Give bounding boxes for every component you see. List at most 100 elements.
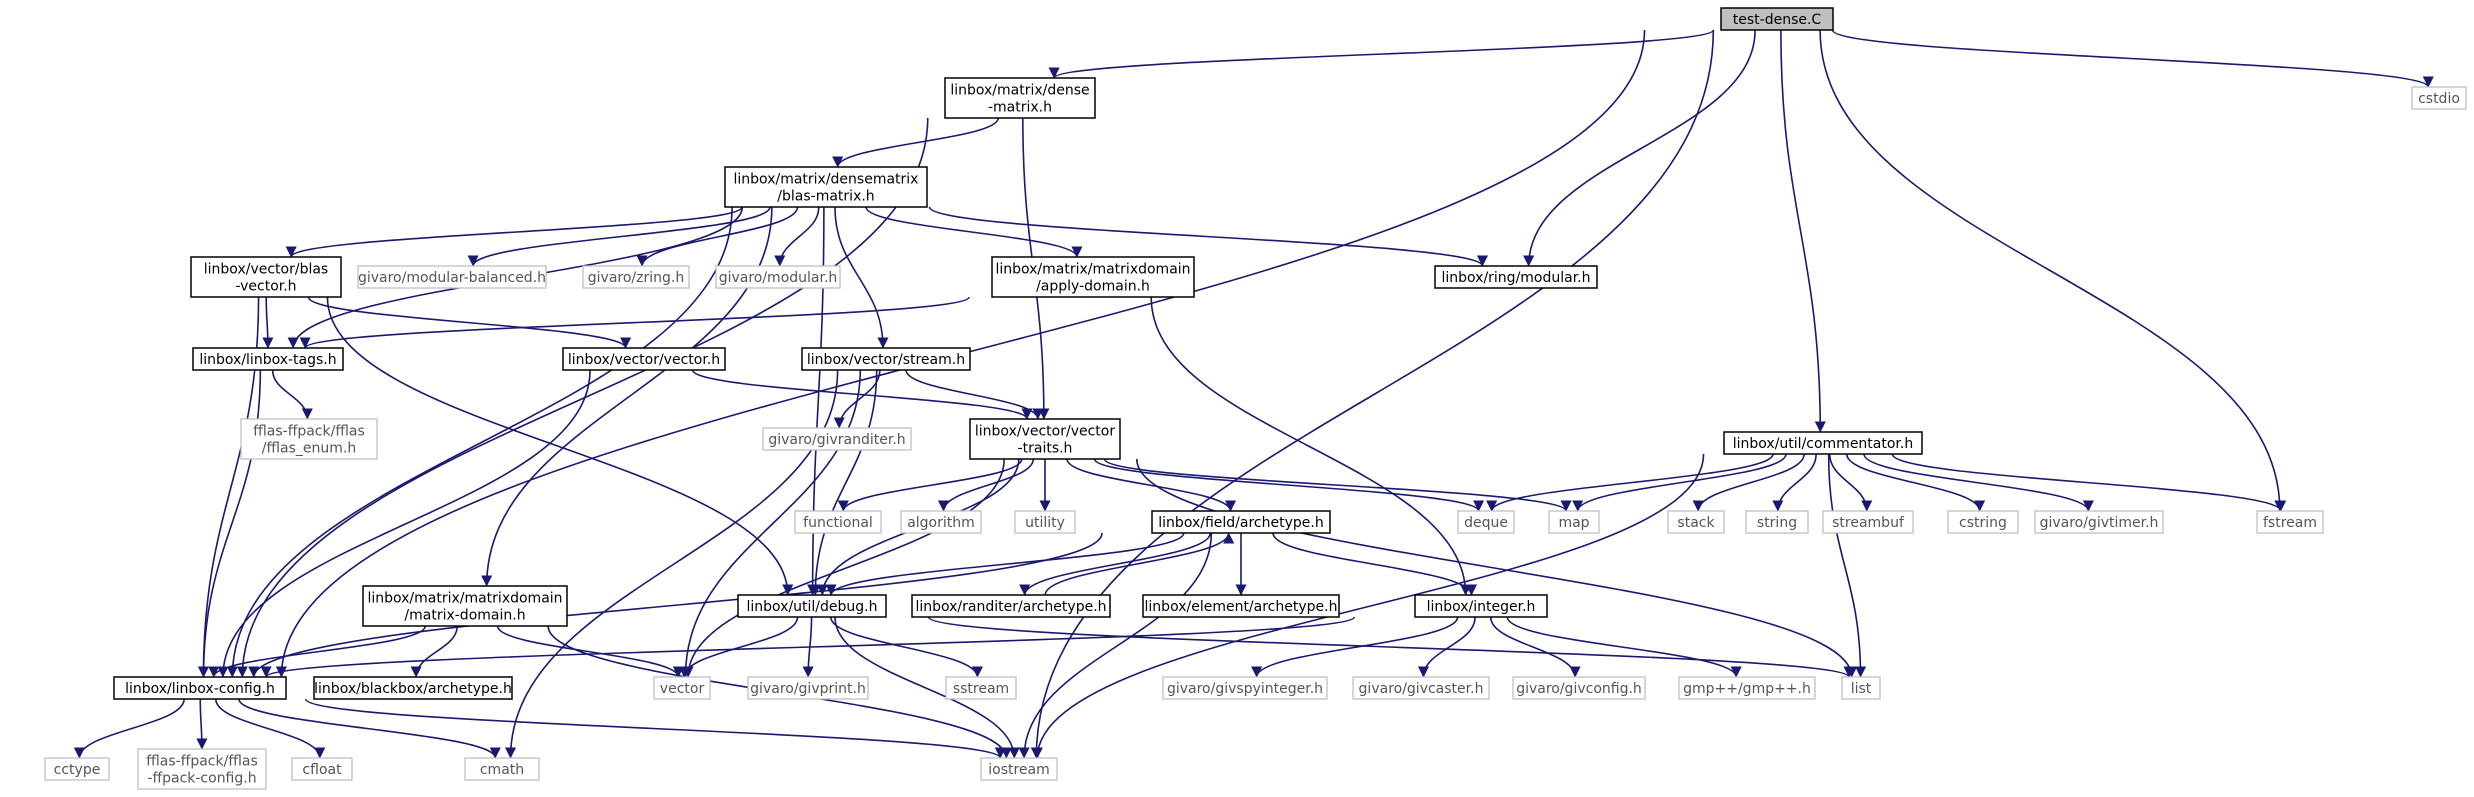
node-list: list	[1841, 676, 1881, 700]
node-field-archetype[interactable]: linbox/field/archetype.h	[1151, 510, 1331, 534]
edge-matrix_domain-to-blackbox_archetype	[410, 625, 458, 678]
edge-commentator-to-stack	[1692, 453, 1805, 512]
node-commentator[interactable]: linbox/util/commentator.h	[1723, 431, 1923, 455]
edge-blas_vector-to-vector_h	[307, 296, 632, 349]
node-map: map	[1548, 510, 1600, 534]
edge-blas_vector-to-debug_h	[326, 296, 794, 596]
edge-integer_h-to-gmpxx	[1506, 616, 1742, 678]
node-box	[762, 427, 912, 451]
edge-test_dense-to-fstream	[1819, 29, 2286, 512]
node-box	[737, 594, 887, 618]
edge-vector_traits-to-map	[1103, 458, 1572, 512]
node-vector-traits[interactable]: linbox/vector/vector-traits.h	[969, 418, 1121, 460]
node-label: test-dense.C	[1733, 12, 1822, 28]
edge-apply_domain-to-integer_h	[1150, 296, 1472, 596]
edge-commentator-to-streambuf	[1828, 453, 1873, 512]
node-box	[1162, 676, 1328, 700]
edge-commentator-to-map	[1572, 453, 1787, 512]
node-box	[1667, 510, 1725, 534]
node-blackbox-archetype[interactable]: linbox/blackbox/archetype.h	[313, 676, 513, 700]
node-label: cstring	[1959, 515, 2007, 531]
edge-test_dense-to-commentator	[1780, 29, 1826, 433]
edge-commentator-to-string	[1772, 453, 1817, 512]
node-blas-matrix[interactable]: linbox/matrix/densematrix/blas-matrix.h	[724, 166, 928, 208]
node-box	[980, 757, 1058, 781]
node-box	[969, 418, 1121, 460]
node-label: linbox/linbox-config.h	[125, 681, 275, 697]
edge-blas_matrix-to-ring_modular	[928, 206, 1488, 267]
edge-blas_matrix-to-apply_domain	[865, 206, 1083, 258]
node-modular-balanced: givaro/modular-balanced.h	[357, 265, 547, 289]
node-dense-matrix[interactable]: linbox/matrix/dense-matrix.h	[944, 77, 1096, 119]
node-randiter-archetype[interactable]: linbox/randiter/archetype.h	[911, 594, 1111, 618]
node-box	[1151, 510, 1331, 534]
edge-debug_h-to-vector_std	[678, 616, 799, 678]
node-label: -traits.h	[1018, 441, 1073, 457]
edge-commentator-to-iostream	[1031, 453, 1705, 759]
edge-vector_traits-to-vector_std	[682, 458, 1005, 678]
edge-vector_h-to-vector_traits	[691, 369, 1033, 420]
edge-linbox_config-to-fflas_config	[196, 698, 208, 750]
node-box	[1822, 510, 1914, 534]
node-linbox-tags[interactable]: linbox/linbox-tags.h	[192, 347, 344, 371]
node-label: givaro/givprint.h	[750, 681, 866, 697]
edge-randiter_archetype-to-field_archetype	[1044, 532, 1235, 596]
node-box	[900, 510, 982, 534]
edge-linbox_config-to-cfloat	[214, 698, 326, 759]
node-cstdio: cstdio	[2411, 86, 2467, 110]
node-cmath: cmath	[464, 757, 540, 781]
node-givaro-modular: givaro/modular.h	[715, 265, 841, 289]
node-box	[653, 676, 711, 700]
node-zring: givaro/zring.h	[582, 265, 690, 289]
node-integer-h[interactable]: linbox/integer.h	[1414, 594, 1548, 618]
node-string: string	[1745, 510, 1809, 534]
node-label: /apply-domain.h	[1036, 279, 1150, 295]
node-label: givaro/modular-balanced.h	[358, 270, 546, 286]
node-layer: test-dense.C linbox/matrix/dense-matrix.h…	[44, 7, 2467, 790]
node-vector-h[interactable]: linbox/vector/vector.h	[562, 347, 726, 371]
node-label: linbox/element/archetype.h	[1145, 599, 1338, 615]
edge-commentator-to-cstring	[1845, 453, 1986, 512]
node-label: fstream	[2263, 515, 2317, 531]
node-stream-h[interactable]: linbox/vector/stream.h	[801, 347, 971, 371]
node-label: utility	[1025, 515, 1065, 531]
edge-integer_h-to-givspyinteger	[1251, 616, 1459, 678]
node-givconfig: givaro/givconfig.h	[1512, 676, 1646, 700]
node-label: givaro/givspyinteger.h	[1167, 681, 1323, 697]
edge-commentator-to-fstream	[1891, 453, 2287, 512]
edge-blas_matrix-to-givaro_modular	[774, 206, 820, 267]
node-box	[1142, 594, 1340, 618]
node-cstring: cstring	[1947, 510, 2019, 534]
node-label: givaro/zring.h	[588, 270, 684, 286]
node-label: linbox/vector/vector	[975, 424, 1115, 440]
edge-field_archetype-to-debug_h	[825, 532, 1185, 596]
node-label: givaro/givcaster.h	[1359, 681, 1484, 697]
edge-integer_h-to-givcaster	[1417, 616, 1476, 678]
node-label: linbox/matrix/dense	[950, 83, 1089, 99]
node-linbox-config[interactable]: linbox/linbox-config.h	[113, 676, 287, 700]
node-iostream: iostream	[980, 757, 1058, 781]
node-label: cstdio	[2418, 91, 2460, 107]
edge-blas_matrix-to-modular_balanced	[467, 206, 771, 267]
edge-vector_h-to-linbox_config	[217, 369, 591, 678]
node-box	[240, 418, 378, 460]
node-box	[1720, 7, 1834, 31]
node-functional: functional	[794, 510, 882, 534]
node-matrix-domain[interactable]: linbox/matrix/matrixdomain/matrix-domain…	[362, 585, 568, 627]
node-box	[945, 676, 1017, 700]
node-box	[357, 265, 547, 289]
node-apply-domain[interactable]: linbox/matrix/matrixdomain/apply-domain.…	[991, 256, 1195, 298]
node-label: linbox/randiter/archetype.h	[915, 599, 1106, 615]
node-label: linbox/integer.h	[1427, 599, 1536, 615]
edge-debug_h-to-sstream	[829, 616, 983, 678]
node-box	[2034, 510, 2164, 534]
node-ring-modular[interactable]: linbox/ring/modular.h	[1434, 265, 1598, 289]
node-debug-h[interactable]: linbox/util/debug.h	[737, 594, 887, 618]
edge-integer_h-to-linbox_config	[260, 616, 1355, 678]
edge-debug_h-to-iostream	[834, 616, 1020, 759]
node-blas-vector[interactable]: linbox/vector/blas-vector.h	[190, 256, 342, 298]
node-cctype: cctype	[44, 757, 110, 781]
edge-matrix_domain-to-vector_std	[496, 625, 684, 678]
node-element-archetype[interactable]: linbox/element/archetype.h	[1142, 594, 1340, 618]
